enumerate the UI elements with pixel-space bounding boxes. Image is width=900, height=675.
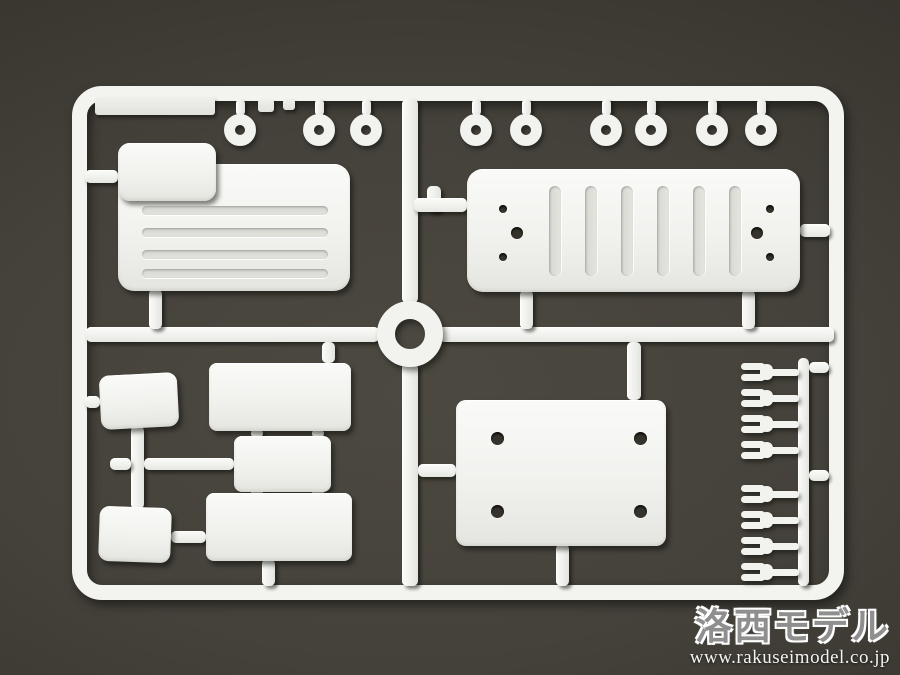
plate-hole: [499, 253, 507, 261]
fork-clip: [741, 510, 799, 530]
gate-stub: [149, 289, 162, 329]
plate-hole: [499, 205, 507, 213]
gate-stub: [742, 290, 755, 329]
plate-hole: [766, 205, 774, 213]
panel-groove: [142, 250, 328, 259]
disc-part: [303, 114, 335, 146]
rect-plate-bottom: [206, 493, 352, 561]
plate-groove: [621, 186, 633, 276]
gate-stub: [708, 99, 717, 116]
gate-stub: [312, 429, 324, 438]
gate-stub: [556, 544, 569, 586]
runner-horizontal-right: [439, 327, 834, 342]
disc-part: [635, 114, 667, 146]
plate-hole: [766, 253, 774, 261]
plate-hole: [491, 432, 504, 445]
disc-part: [590, 114, 622, 146]
flat-plate-with-holes: [456, 400, 666, 546]
plate-groove: [693, 186, 705, 276]
gate-stub: [236, 99, 245, 116]
gate-tab: [283, 99, 295, 110]
fork-clip: [741, 484, 799, 504]
gate-stub: [144, 458, 234, 470]
gate-stub: [520, 290, 533, 329]
plate-hole: [751, 227, 763, 239]
gate-stub: [522, 99, 531, 116]
gate-stub: [414, 198, 467, 212]
ribbed-panel-left-step: [118, 143, 216, 201]
gate-stub: [602, 99, 611, 116]
gate-stub: [809, 470, 829, 481]
disc-part: [350, 114, 382, 146]
runner-vertical-bottom: [402, 363, 418, 586]
gate-stub: [85, 170, 118, 183]
gate-stub: [312, 489, 324, 496]
plate-groove: [729, 186, 741, 276]
gate-stub: [757, 99, 766, 116]
center-ring: [377, 301, 443, 367]
sprue-frame: [72, 86, 844, 600]
panel-groove: [142, 206, 328, 215]
plate-groove: [585, 186, 597, 276]
rect-plate-top: [209, 363, 351, 431]
gate-stub: [315, 99, 324, 116]
panel-groove: [142, 228, 328, 237]
gate-stub: [322, 342, 335, 363]
gate-stub: [171, 531, 206, 543]
gate-stub: [251, 489, 263, 496]
fork-runner: [798, 358, 809, 586]
disc-part: [745, 114, 777, 146]
fork-clip: [741, 414, 799, 434]
watermark: 洛西モデル www.rakuseimodel.co.jp: [689, 605, 890, 669]
watermark-url: www.rakuseimodel.co.jp: [689, 647, 890, 668]
gate-stub: [647, 99, 656, 116]
runner-vertical-top: [402, 99, 418, 303]
plate-groove: [549, 186, 561, 276]
gate-stub: [418, 464, 456, 477]
gate-stub: [472, 99, 481, 116]
gate-stub: [85, 396, 100, 408]
gate-stub: [251, 429, 263, 438]
panel-groove: [142, 269, 328, 278]
watermark-logo: 洛西モデル: [695, 605, 890, 649]
plate-hole: [634, 432, 647, 445]
disc-part: [224, 114, 256, 146]
disc-part: [510, 114, 542, 146]
gate-stub: [800, 224, 830, 237]
fork-clip: [741, 536, 799, 556]
fork-clip: [741, 362, 799, 382]
rect-plate-middle: [234, 436, 331, 492]
small-plate-upper: [98, 371, 180, 431]
plate-hole: [511, 227, 523, 239]
plate-groove: [657, 186, 669, 276]
gate-stub: [362, 99, 371, 116]
fork-clip: [741, 388, 799, 408]
gate-stub: [131, 426, 144, 509]
disc-part: [460, 114, 492, 146]
gate-stub: [262, 559, 275, 586]
plate-hole: [634, 505, 647, 518]
small-plate-lower: [98, 505, 172, 564]
runner-horizontal-left: [86, 327, 379, 342]
fork-clip: [741, 440, 799, 460]
gate-tab: [258, 99, 274, 112]
gate-stub: [110, 458, 131, 470]
disc-part: [696, 114, 728, 146]
gate-stub: [627, 342, 641, 400]
gate-stub: [809, 362, 829, 373]
molded-label-tab: [95, 97, 215, 115]
fork-clip: [741, 562, 799, 582]
plate-hole: [491, 505, 504, 518]
